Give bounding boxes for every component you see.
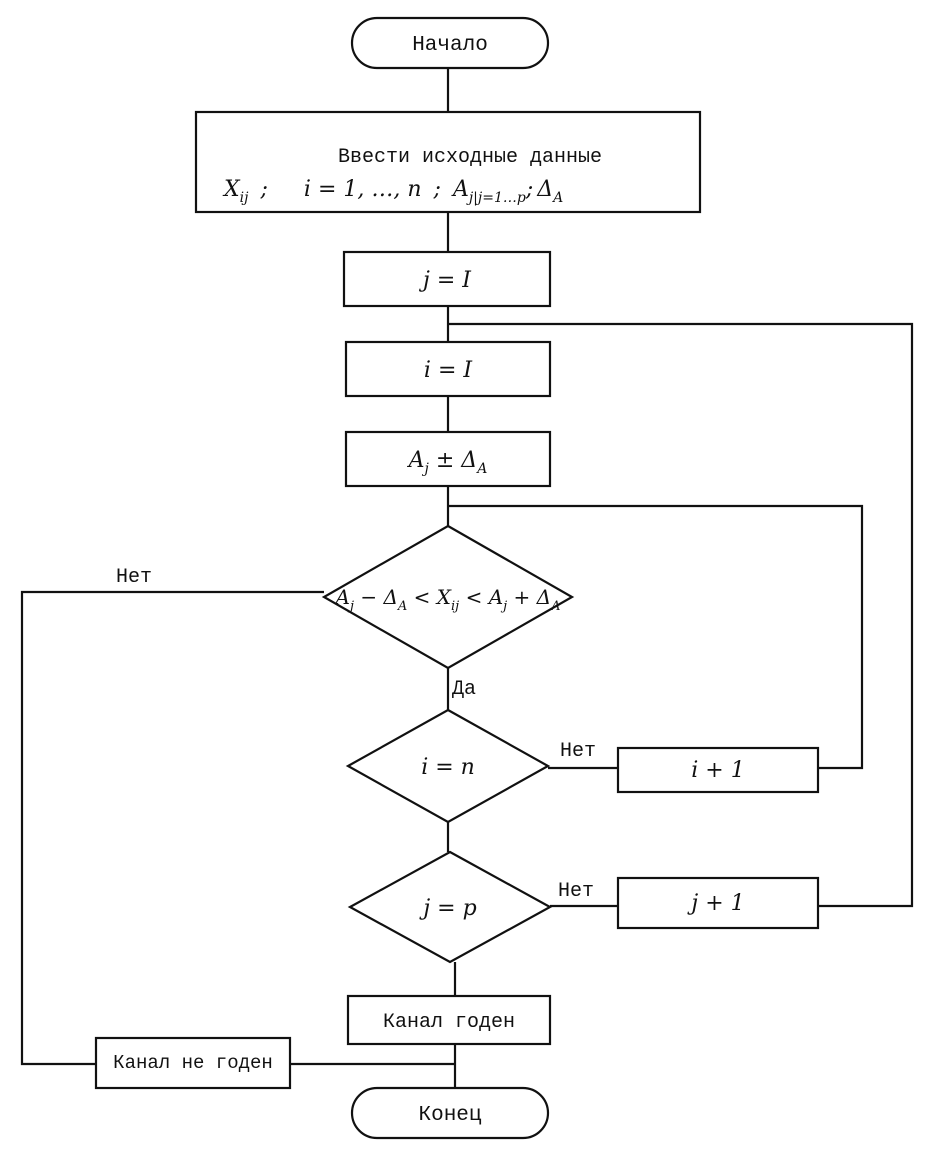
edge-incj-loop [448,322,914,908]
inc-j-block: j + 1 [616,876,820,930]
range-calc-label: Aj ± ΔA [407,448,488,477]
channel-ok-label: Канал годен [383,1011,515,1034]
channel-bad-block: Канал не годен [94,1036,292,1090]
set-j-label: j = I [418,268,472,293]
check-j-label: j = p [418,896,476,921]
range-calc-block: Aj ± ΔA [344,430,552,488]
start-terminal: Начало [350,16,550,70]
range-yes-label: Да [452,678,476,701]
check-i-label: i = n [421,755,475,780]
range-no-label: Нет [116,566,152,589]
start-label: Начало [412,34,488,57]
range-check-label: Aj − ΔA < Xij < Aj + ΔA [334,585,561,614]
channel-ok-block: Канал годен [346,994,552,1046]
j-no-label: Нет [558,880,594,903]
inc-i-block: i + 1 [616,746,820,794]
inc-j-label: j + 1 [686,891,744,916]
connectors [20,68,914,1088]
channel-bad-label: Канал не годен [113,1052,273,1074]
edge-range-no [20,590,324,1066]
set-i-block: i = I [344,340,552,398]
end-terminal: Конец [350,1086,550,1140]
inc-i-label: i + 1 [691,758,744,783]
end-label: Конец [418,1104,481,1127]
set-j-block: j = I [342,250,552,308]
edge-inci-loop [448,504,864,770]
set-i-label: i = I [424,358,473,383]
input-params: Xij;i = 1, …, n;Aj|j=1…p;ΔA [222,177,563,206]
input-title: Ввести исходные данные [338,146,602,169]
range-check-decision: Aj − ΔA < Xij < Aj + ΔA [321,524,575,670]
check-j-decision: j = p [347,850,553,964]
input-block: Ввести исходные данные Xij;i = 1, …, n;A… [194,110,702,214]
i-no-label: Нет [560,740,596,763]
check-i-decision: i = n [345,708,551,824]
